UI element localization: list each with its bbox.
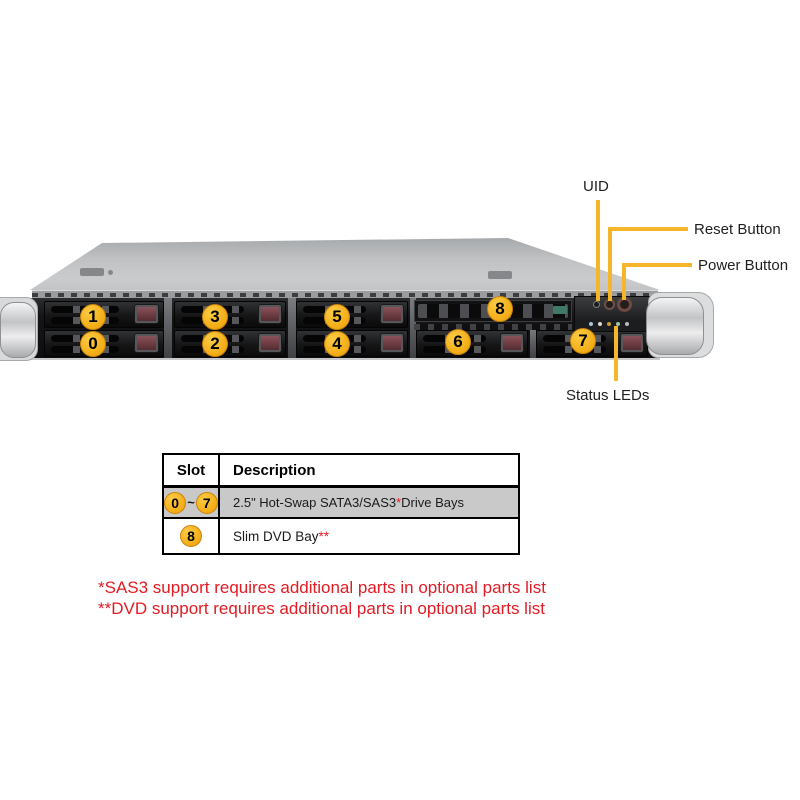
tray-latch [258,305,281,323]
dvd-bay-description-text: Slim DVD Bay [233,528,319,544]
rack-handle-left [0,302,36,358]
tray-latch [620,334,643,352]
slot-cell: 8 [164,519,220,553]
bay-number-badge-4: 4 [324,331,350,357]
drive-tray-4 [296,330,408,357]
uid-label: UID [583,178,609,195]
dvd-bay-lower-vents [414,324,572,330]
tray-latch [380,334,403,352]
table-header-row: Slot Description [164,455,518,488]
table-row-drive-bays: 0 ~ 7 2.5" Hot-Swap SATA3/SAS3* Drive Ba… [164,488,518,519]
chassis-logo-dot [108,270,113,275]
chassis-logo-mark-right [488,271,512,279]
power-callout-line [622,263,626,300]
slot-column-header: Slot [164,455,220,485]
uid-callout-line [596,200,600,301]
tray-latch [258,334,281,352]
bay-number-badge-3: 3 [202,304,228,330]
bay-divider [530,328,536,358]
bay-number-badge-1: 1 [80,304,106,330]
power-button-label: Power Button [698,257,789,274]
status-leds-label: Status LEDs [566,387,650,404]
slot-badge-8: 8 [180,525,202,547]
status-led [598,322,602,326]
footnote-dvd: **DVD support requires additional parts … [98,599,545,618]
description-column-header: Description [233,461,316,479]
bay-number-badge-8: 8 [487,296,513,322]
drive-tray-6 [416,330,528,357]
status-led [607,322,611,326]
drive-bays-description-text: 2.5" Hot-Swap SATA3/SAS3 [233,495,397,510]
drive-bays-description: 2.5" Hot-Swap SATA3/SAS3* Drive Bays [220,488,518,517]
status-led [616,322,620,326]
reset-callout-line [608,227,688,231]
footnote-sas3: *SAS3 support requires additional parts … [98,578,546,597]
reset-button-label: Reset Button [694,221,781,238]
footnotes: *SAS3 support requires additional parts … [98,577,546,619]
drive-bays-description-tail: Drive Bays [401,495,465,510]
bay-divider [410,298,416,358]
dvd-bay-description: Slim DVD Bay** [220,519,518,553]
rack-handle-right [646,297,704,355]
bay-divider [164,298,172,358]
reset-callout-line [608,227,612,301]
status-leds-callout-line [614,326,618,381]
footnote-asterisk: * [396,495,402,510]
tray-latch [380,305,403,323]
bay-divider [288,298,296,358]
power-callout-line [622,263,692,267]
slot-badge-7: 7 [195,491,218,514]
uid-button [593,301,600,308]
status-led [625,322,629,326]
drive-tray-2 [174,330,286,357]
status-led [589,322,593,326]
bay-number-badge-0: 0 [80,331,106,357]
bay-number-badge-5: 5 [324,304,350,330]
tray-latch [500,334,523,352]
chassis-vent-strip [32,290,658,298]
bay-number-badge-7: 7 [570,328,596,354]
tray-latch [134,305,159,323]
slot-description-table: Slot Description 0 ~ 7 2.5" Hot-Swap SAT… [162,453,520,555]
drive-tray-3 [174,301,286,328]
footnote-double-asterisk: ** [318,528,330,544]
slot-badge-0: 0 [164,491,187,514]
drive-tray-5 [296,301,408,328]
tray-latch [134,334,159,352]
bay-number-badge-6: 6 [445,329,471,355]
slot-range-cell: 0 ~ 7 [164,488,220,517]
range-tilde: ~ [187,495,195,510]
dvd-bay-activity-window [553,306,567,314]
chassis-logo-mark-left [80,268,104,276]
chassis-top-cover [30,238,660,290]
table-row-dvd-bay: 8 Slim DVD Bay** [164,519,518,553]
status-leds [589,321,637,327]
bay-number-badge-2: 2 [202,331,228,357]
